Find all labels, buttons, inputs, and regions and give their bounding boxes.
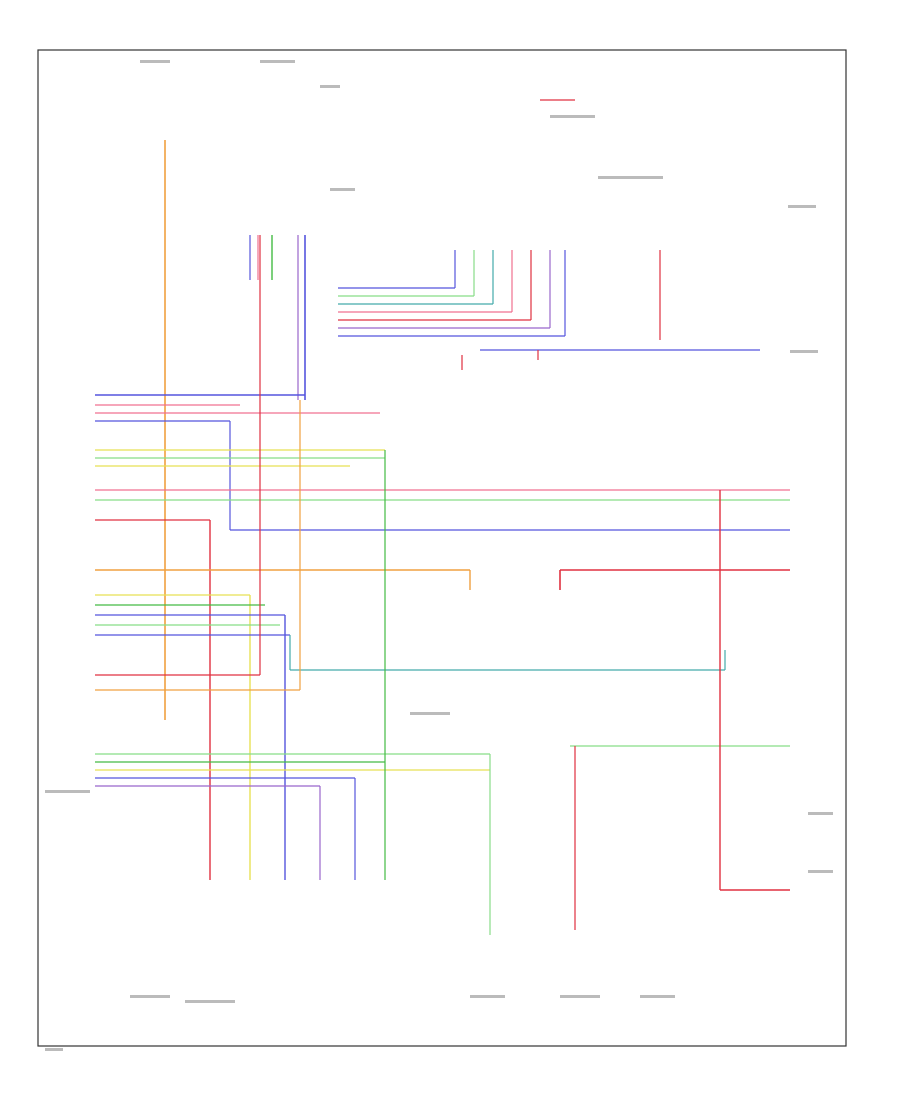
top-fuse-section xyxy=(540,99,575,101)
lower-components xyxy=(145,865,825,987)
wire-bundle xyxy=(95,140,790,935)
label-marks xyxy=(45,60,833,1051)
right-relay-block xyxy=(708,150,785,390)
control-unit-connector-strip xyxy=(55,380,90,800)
diagram-frame xyxy=(37,49,847,1047)
combination-meter-block xyxy=(435,180,675,250)
mid-switches xyxy=(370,402,600,748)
